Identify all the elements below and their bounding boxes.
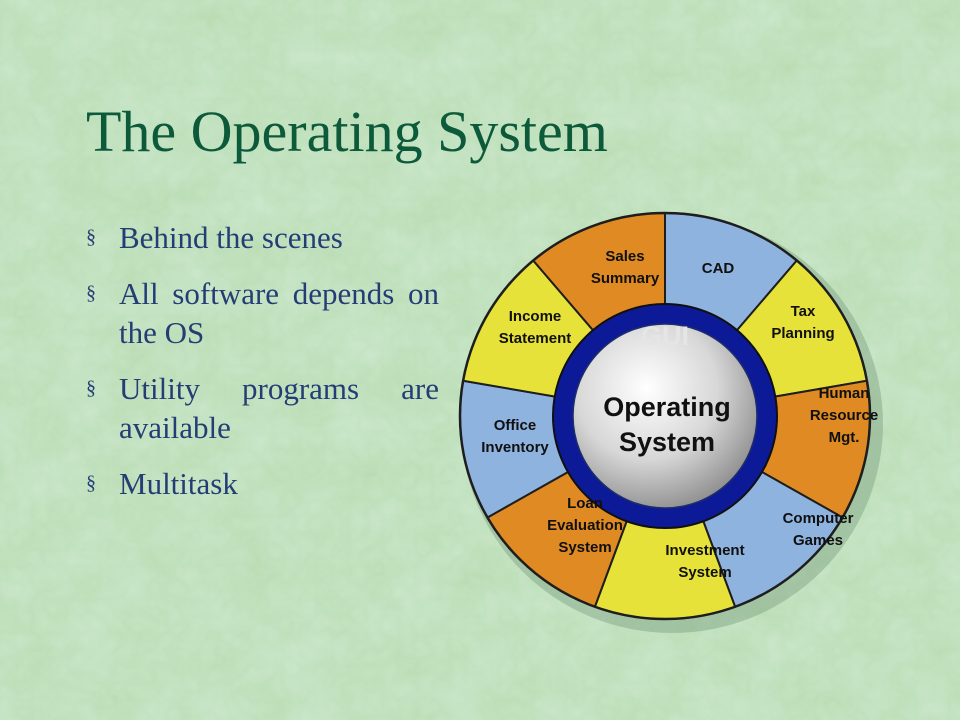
segment-label-line: Mgt. — [829, 429, 860, 446]
segment-label-line: Evaluation — [547, 517, 623, 534]
bullet-item: § Multitask — [86, 464, 446, 503]
bullet-icon: § — [86, 472, 96, 494]
segment-label-line: CAD — [702, 260, 735, 277]
operating-system-label-line-1: Operating — [603, 392, 731, 422]
segment-label-line: Income — [509, 308, 562, 325]
segment-label-line: System — [558, 539, 611, 556]
segment-label-0: CAD — [702, 260, 735, 277]
bullet-text: Utility programs are available — [119, 371, 439, 445]
bullet-icon: § — [86, 226, 96, 248]
segment-label-line: Statement — [499, 330, 572, 347]
segment-label-line: Games — [793, 532, 843, 549]
segment-label-line: Computer — [783, 510, 854, 527]
operating-system-label-line-2: System — [619, 427, 715, 457]
bullet-text: Multitask — [119, 466, 238, 501]
segment-label-line: Planning — [771, 325, 834, 342]
segment-label-line: Inventory — [481, 439, 549, 456]
bullet-item: § Utility programs are available — [86, 369, 446, 447]
bullet-item: § All software depends on the OS — [86, 274, 446, 352]
segment-label-line: Tax — [791, 303, 816, 320]
segment-label-line: Loan — [567, 495, 603, 512]
segment-label-line: Office — [494, 417, 537, 434]
diagram-outer-edge — [458, 211, 872, 621]
segment-label-line: Summary — [591, 270, 660, 287]
bullet-icon: § — [86, 377, 96, 399]
bullet-text: Behind the scenes — [119, 220, 343, 255]
segment-label-line: Human — [819, 385, 870, 402]
bullet-text: All software depends on the OS — [119, 276, 439, 350]
operating-system-core — [572, 323, 758, 509]
segment-label-line: System — [678, 564, 731, 581]
slide-title: The Operating System — [86, 99, 608, 164]
bullet-item: § Behind the scenes — [86, 218, 446, 257]
segment-label-line: Sales — [605, 248, 644, 265]
bullet-list: § Behind the scenes § All software depen… — [86, 218, 446, 520]
segment-label-line: Resource — [810, 407, 878, 424]
bullet-icon: § — [86, 282, 96, 304]
gui-label: GUI — [641, 321, 689, 351]
segment-label-line: Investment — [665, 542, 744, 559]
